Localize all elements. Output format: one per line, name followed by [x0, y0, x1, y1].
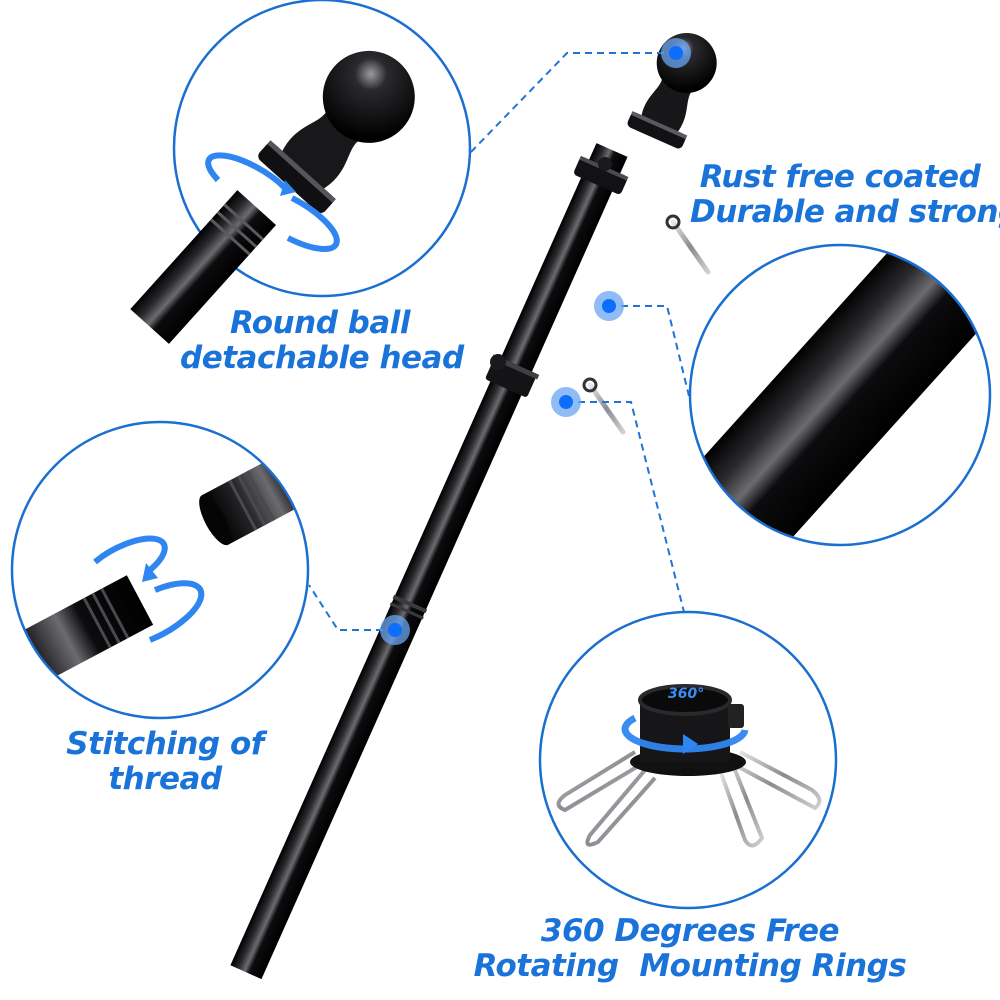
callout-lines	[308, 52, 690, 631]
feature-label-rings: 360 Degrees Free Rotating Mounting Rings	[470, 914, 910, 983]
feature-label-line: 360 Degrees Free	[540, 913, 840, 949]
feature-label-line: Rust free coated	[699, 159, 981, 195]
coating-detail-circle	[688, 243, 992, 547]
thread-detail-circle	[10, 420, 310, 720]
snap-hook-clips	[556, 750, 822, 848]
feature-label-line: Rotating Mounting Rings	[473, 947, 907, 984]
callout-dots	[380, 38, 691, 645]
feature-label-head: Round ball detachable head	[180, 305, 464, 376]
ball-finial-detail-circle	[130, 0, 472, 344]
feature-label-thread: Stitching of thread	[50, 727, 280, 796]
feature-label-line: thread	[108, 760, 222, 797]
feature-label-line: Stitching of	[66, 726, 264, 762]
main-flagpole	[230, 32, 717, 980]
feature-label-coating: Rust free coated Durable and strong	[690, 159, 1000, 230]
rings-detail-circle	[538, 610, 838, 910]
feature-label-line: Durable and strong	[690, 193, 1000, 230]
feature-label-line: Round ball	[229, 305, 411, 341]
rotation-degree-badge: 360°	[668, 686, 705, 702]
feature-label-line: detachable head	[180, 339, 464, 376]
